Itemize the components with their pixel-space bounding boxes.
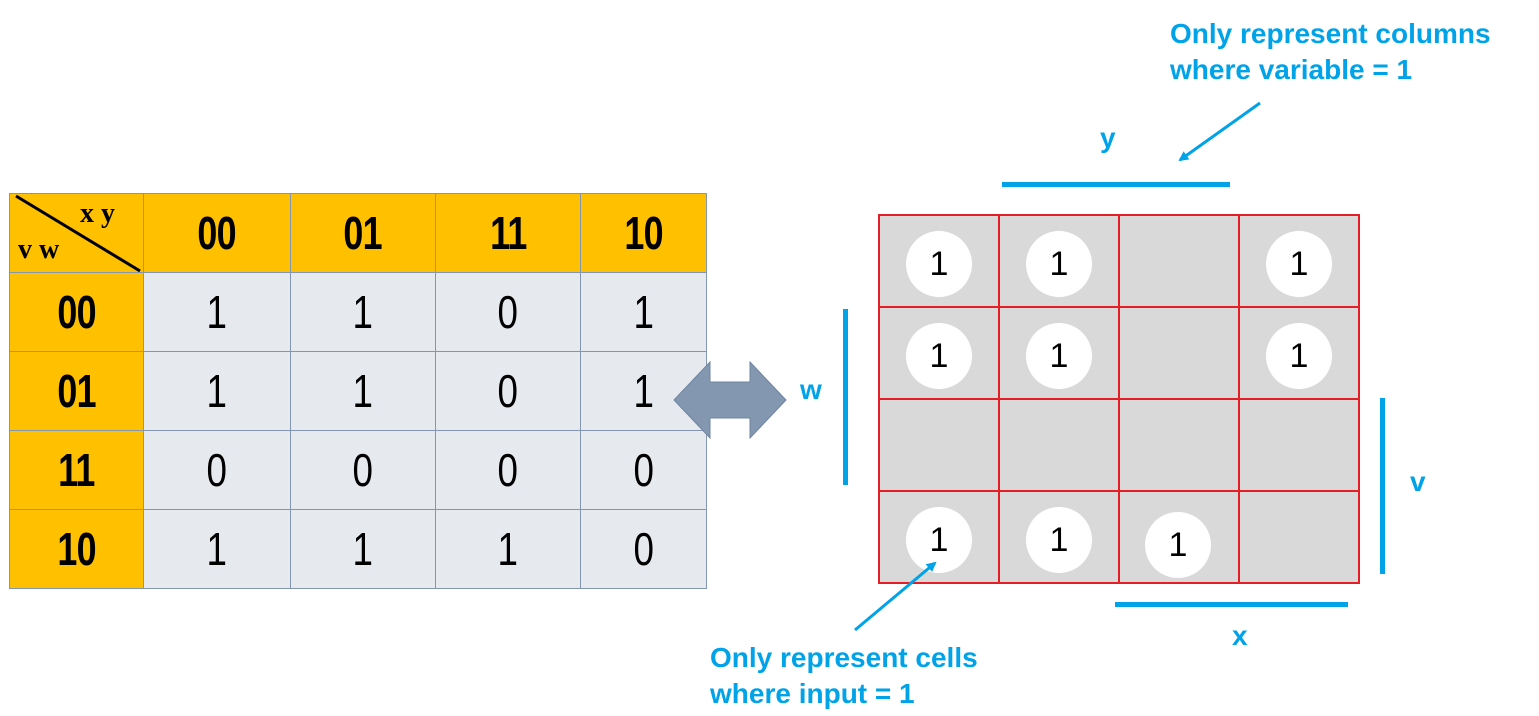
kmap-cell: 1	[1239, 215, 1359, 307]
table-cell: 0	[580, 509, 707, 589]
table-cell: 1	[290, 351, 436, 431]
minterm-bubble: 1	[1026, 507, 1092, 573]
table-cell: 0	[290, 430, 436, 510]
row-header: 11	[9, 430, 144, 510]
y-variable-label: y	[1100, 122, 1116, 153]
corner-diagonal	[15, 194, 141, 273]
minterm-bubble: 1	[906, 323, 972, 389]
truth-table: x y v w 00 01 11 10 00 1 1 0 1 01 1 1 0 …	[9, 193, 707, 589]
kmap-cell	[879, 399, 999, 491]
minterm-bubble: 1	[1026, 323, 1092, 389]
table-row: 11 0 0 0 0	[9, 430, 707, 510]
w-variable-label: w	[800, 374, 822, 405]
cells-pointer-arrow	[854, 561, 937, 632]
columns-annotation-line: Only represent columns	[1170, 18, 1491, 49]
minterm-bubble: 1	[1266, 323, 1332, 389]
table-row: 01 1 1 0 1	[9, 351, 707, 431]
double-headed-arrow-icon	[673, 360, 787, 440]
w-variable-bar	[843, 309, 848, 485]
v-variable-label: v	[1410, 466, 1426, 497]
kmap-cell: 1	[999, 491, 1119, 583]
x-variable-label: x	[1232, 620, 1248, 651]
y-variable-bar	[1002, 182, 1230, 187]
kmap-cell	[1119, 215, 1239, 307]
row-header: 10	[9, 509, 144, 589]
karnaugh-map: 1 1 1 1 1 1 1 1 1	[878, 214, 1360, 584]
column-header: 00	[143, 193, 291, 273]
table-cell: 0	[143, 430, 291, 510]
kmap-cell	[1119, 307, 1239, 399]
kmap-cell: 1	[879, 215, 999, 307]
minterm-bubble: 1	[1026, 231, 1092, 297]
column-header: 01	[290, 193, 436, 273]
columns-annotation: Only represent columns where variable = …	[1170, 16, 1491, 88]
v-variable-bar	[1380, 398, 1385, 574]
table-cell: 1	[143, 272, 291, 352]
table-corner-cell: x y v w	[9, 193, 144, 273]
row-header: 01	[9, 351, 144, 431]
table-cell: 1	[290, 509, 436, 589]
kmap-cell	[999, 399, 1119, 491]
kmap-cell	[1239, 399, 1359, 491]
kmap-cell: 1	[1239, 307, 1359, 399]
table-cell: 1	[290, 272, 436, 352]
table-header-row: x y v w 00 01 11 10	[9, 193, 707, 273]
table-row: 00 1 1 0 1	[9, 272, 707, 352]
columns-annotation-line: where variable = 1	[1170, 54, 1413, 85]
table-row: 10 1 1 1 0	[9, 509, 707, 589]
kmap-cell: 1	[879, 491, 999, 583]
cells-annotation-line: Only represent cells	[710, 642, 978, 673]
row-header: 00	[9, 272, 144, 352]
table-cell: 0	[435, 351, 581, 431]
kmap-cell: 1	[1119, 491, 1239, 583]
column-header: 10	[580, 193, 707, 273]
table-cell: 0	[435, 272, 581, 352]
cells-annotation: Only represent cells where input = 1	[710, 640, 978, 712]
minterm-bubble: 1	[906, 507, 972, 573]
table-cell: 1	[143, 351, 291, 431]
columns-pointer-arrow	[1178, 101, 1261, 162]
kmap-cell: 1	[879, 307, 999, 399]
kmap-cell	[1119, 399, 1239, 491]
table-cell: 0	[580, 430, 707, 510]
x-variable-bar	[1115, 602, 1348, 607]
kmap-cell: 1	[999, 307, 1119, 399]
kmap-cell	[1239, 491, 1359, 583]
minterm-bubble: 1	[906, 231, 972, 297]
table-cell: 0	[435, 430, 581, 510]
table-cell: 1	[435, 509, 581, 589]
table-cell: 1	[143, 509, 291, 589]
corner-row-variables: v w	[18, 234, 60, 265]
corner-column-variables: x y	[80, 198, 115, 229]
minterm-bubble: 1	[1266, 231, 1332, 297]
cells-annotation-line: where input = 1	[710, 678, 915, 709]
table-cell: 1	[580, 272, 707, 352]
kmap-cell: 1	[999, 215, 1119, 307]
minterm-bubble: 1	[1145, 512, 1211, 578]
